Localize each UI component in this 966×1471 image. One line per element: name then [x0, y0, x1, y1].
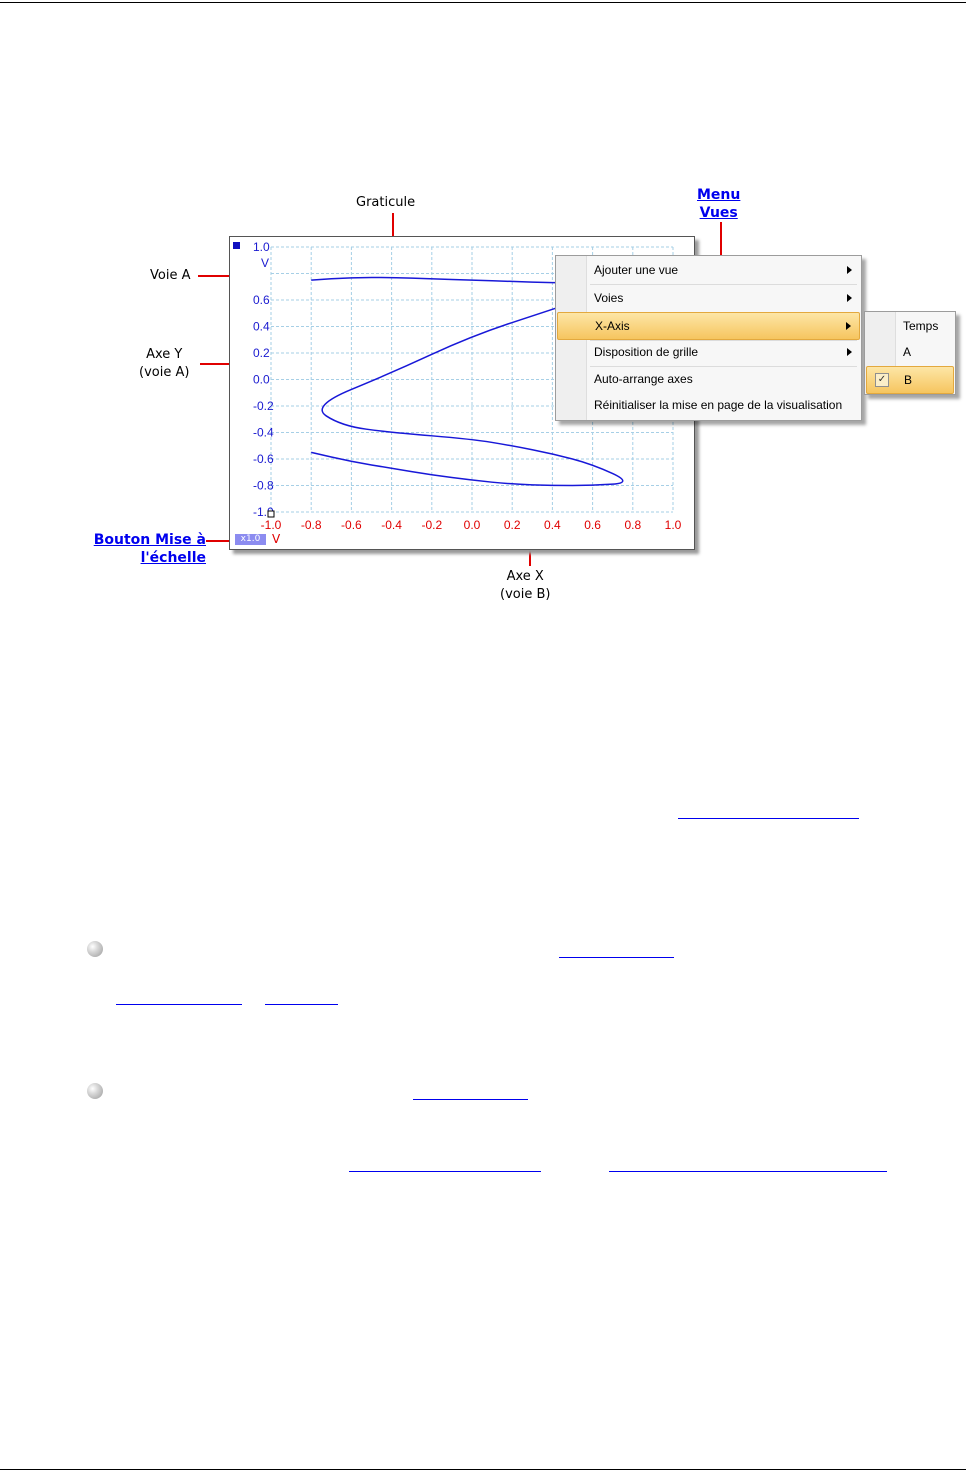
- scale-button[interactable]: x1.0: [235, 534, 266, 545]
- x-unit-label: V: [272, 532, 281, 546]
- x-tick-label: -0.2: [421, 518, 442, 532]
- bullet-icon: [87, 1083, 103, 1099]
- text-link[interactable]: [413, 1099, 528, 1100]
- text-link[interactable]: [609, 1171, 887, 1172]
- menu-item-voies[interactable]: Voies: [557, 285, 860, 311]
- graticule-pointer: [392, 213, 394, 243]
- y-tick-label: 0.4: [253, 320, 270, 334]
- menu-item-ajouter-une-vue[interactable]: Ajouter une vue: [557, 257, 860, 283]
- menu-item-label: Réinitialiser la mise en page de la visu…: [594, 398, 843, 412]
- menu-vues-link[interactable]: Menu Vues: [697, 187, 741, 221]
- bullet-icon: [87, 941, 103, 957]
- submenu-arrow-icon: [847, 294, 852, 302]
- y-tick-label: -0.4: [253, 426, 274, 440]
- text-link[interactable]: [559, 957, 674, 958]
- y-tick-label: -0.8: [253, 479, 274, 493]
- menu-item-label: Ajouter une vue: [594, 263, 679, 277]
- menu-separator: [590, 366, 857, 367]
- menu-item-label: X-Axis: [595, 319, 630, 333]
- y-tick-label: 0.0: [253, 373, 270, 387]
- x-tick-label: -1.0: [261, 518, 282, 532]
- y-tick-label: -0.6: [253, 452, 274, 466]
- channel-a-indicator: [233, 242, 240, 249]
- submenu-item-label: B: [904, 373, 913, 387]
- x-axis-submenu: Temps A ✓ B: [864, 311, 956, 395]
- bottom-rule: [0, 1469, 966, 1470]
- menu-item-label: Auto-arrange axes: [594, 372, 693, 386]
- menu-vues-pointer: [720, 222, 722, 272]
- y-tick-label: 0.6: [253, 293, 270, 307]
- menu-separator: [590, 340, 857, 341]
- submenu-item-temps[interactable]: Temps: [866, 313, 954, 339]
- y-tick-label: 0.2: [253, 346, 270, 360]
- axe-y-annotation: Axe Y (voie A): [139, 347, 190, 380]
- axe-x-annotation: Axe X (voie B): [500, 569, 551, 602]
- bouton-echelle-pointer: [206, 540, 236, 542]
- submenu-arrow-icon: [847, 348, 852, 356]
- voie-a-annotation: Voie A: [150, 268, 191, 283]
- top-rule: [0, 2, 966, 3]
- menu-item-auto-arrange-axes[interactable]: Auto-arrange axes: [557, 366, 860, 392]
- x-tick-label: -0.6: [341, 518, 362, 532]
- x-tick-label: 0.0: [464, 518, 481, 532]
- text-link[interactable]: [678, 818, 859, 819]
- menu-separator: [590, 284, 857, 285]
- submenu-item-label: Temps: [903, 319, 939, 333]
- menu-item-disposition-de-grille[interactable]: Disposition de grille: [557, 339, 860, 365]
- x-tick-label: -0.4: [381, 518, 402, 532]
- y-tick-label: 1.0: [253, 240, 270, 254]
- text-link[interactable]: [116, 1004, 242, 1005]
- origin-marker: [267, 510, 275, 518]
- submenu-item-b[interactable]: ✓ B: [866, 366, 954, 394]
- submenu-item-a[interactable]: A: [866, 339, 954, 365]
- x-tick-label: 0.8: [624, 518, 641, 532]
- submenu-item-label: A: [903, 345, 912, 359]
- submenu-arrow-icon: [846, 322, 851, 330]
- x-tick-label: 1.0: [665, 518, 682, 532]
- x-tick-label: -0.8: [301, 518, 322, 532]
- channel-trace: [311, 276, 624, 487]
- views-context-menu: Ajouter une vue Voies X-Axis Disposition…: [555, 255, 862, 421]
- x-tick-label: 0.4: [544, 518, 561, 532]
- graticule-annotation: Graticule: [356, 195, 416, 210]
- x-tick-label: 0.2: [504, 518, 521, 532]
- text-link[interactable]: [265, 1004, 338, 1005]
- menu-item-label: Disposition de grille: [594, 345, 699, 359]
- menu-item-reinitialiser[interactable]: Réinitialiser la mise en page de la visu…: [557, 392, 860, 418]
- y-tick-label: -0.2: [253, 399, 274, 413]
- check-icon: ✓: [875, 373, 889, 387]
- submenu-arrow-icon: [847, 266, 852, 274]
- menu-item-x-axis[interactable]: X-Axis: [557, 312, 860, 340]
- text-link[interactable]: [349, 1171, 541, 1172]
- bouton-echelle-link[interactable]: Bouton Mise à l'échelle: [93, 532, 206, 566]
- menu-item-label: Voies: [594, 291, 624, 305]
- y-unit-label: V: [261, 256, 269, 270]
- x-tick-label: 0.6: [584, 518, 601, 532]
